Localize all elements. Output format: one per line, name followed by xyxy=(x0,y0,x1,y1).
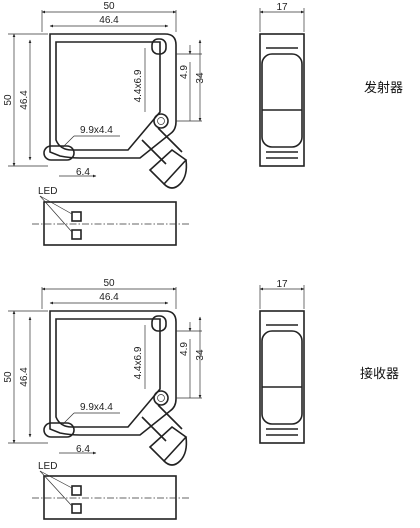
dim-width: 50 xyxy=(103,1,115,12)
receiver-label: 接收器 xyxy=(360,366,399,382)
dim-bottom-slot: 9.9x4.4 xyxy=(80,125,113,136)
led-label: LED xyxy=(38,186,57,197)
receiver-bottom-view: LED xyxy=(32,461,190,520)
dim-slot: 4.4x6.9 xyxy=(133,69,144,102)
emitter-side-view: 17 xyxy=(259,2,305,167)
emitter-bottom-view: LED xyxy=(32,186,190,246)
dim-bottom-offset: 6.4 xyxy=(76,167,90,178)
receiver-side-view: 17 xyxy=(259,279,305,444)
dim-hole-offset: 4.9 xyxy=(179,342,190,356)
receiver-front-view: 50 46.4 50 46.4 4.4x6.9 4.9 34 9.9x4.4 6… xyxy=(3,278,206,466)
dim-side-width: 17 xyxy=(276,279,288,290)
receiver-drawing-set: 50 46.4 50 46.4 4.4x6.9 4.9 34 9.9x4.4 6… xyxy=(3,278,399,520)
dim-bottom-offset: 6.4 xyxy=(76,444,90,455)
dim-width: 50 xyxy=(103,278,115,289)
dim-side-width: 17 xyxy=(276,2,288,13)
dim-height: 50 xyxy=(3,371,14,383)
dim-inner-width: 46.4 xyxy=(99,15,119,26)
dim-height: 50 xyxy=(3,94,14,106)
dim-bottom-slot: 9.9x4.4 xyxy=(80,402,113,413)
dim-hole-offset: 4.9 xyxy=(179,65,190,79)
led-label: LED xyxy=(38,461,57,472)
dim-inner-height: 46.4 xyxy=(19,90,30,110)
dim-inner-width: 46.4 xyxy=(99,292,119,303)
emitter-drawing-set: 50 46.4 50 46.4 4.4x6.9 4.9 34 xyxy=(3,1,403,246)
dim-slot: 4.4x6.9 xyxy=(133,346,144,379)
emitter-label: 发射器 xyxy=(364,80,403,96)
dim-hole-height: 34 xyxy=(195,349,206,361)
emitter-front-view: 50 46.4 50 46.4 4.4x6.9 4.9 34 xyxy=(3,1,206,189)
dim-hole-height: 34 xyxy=(195,72,206,84)
dim-inner-height: 46.4 xyxy=(19,367,30,387)
